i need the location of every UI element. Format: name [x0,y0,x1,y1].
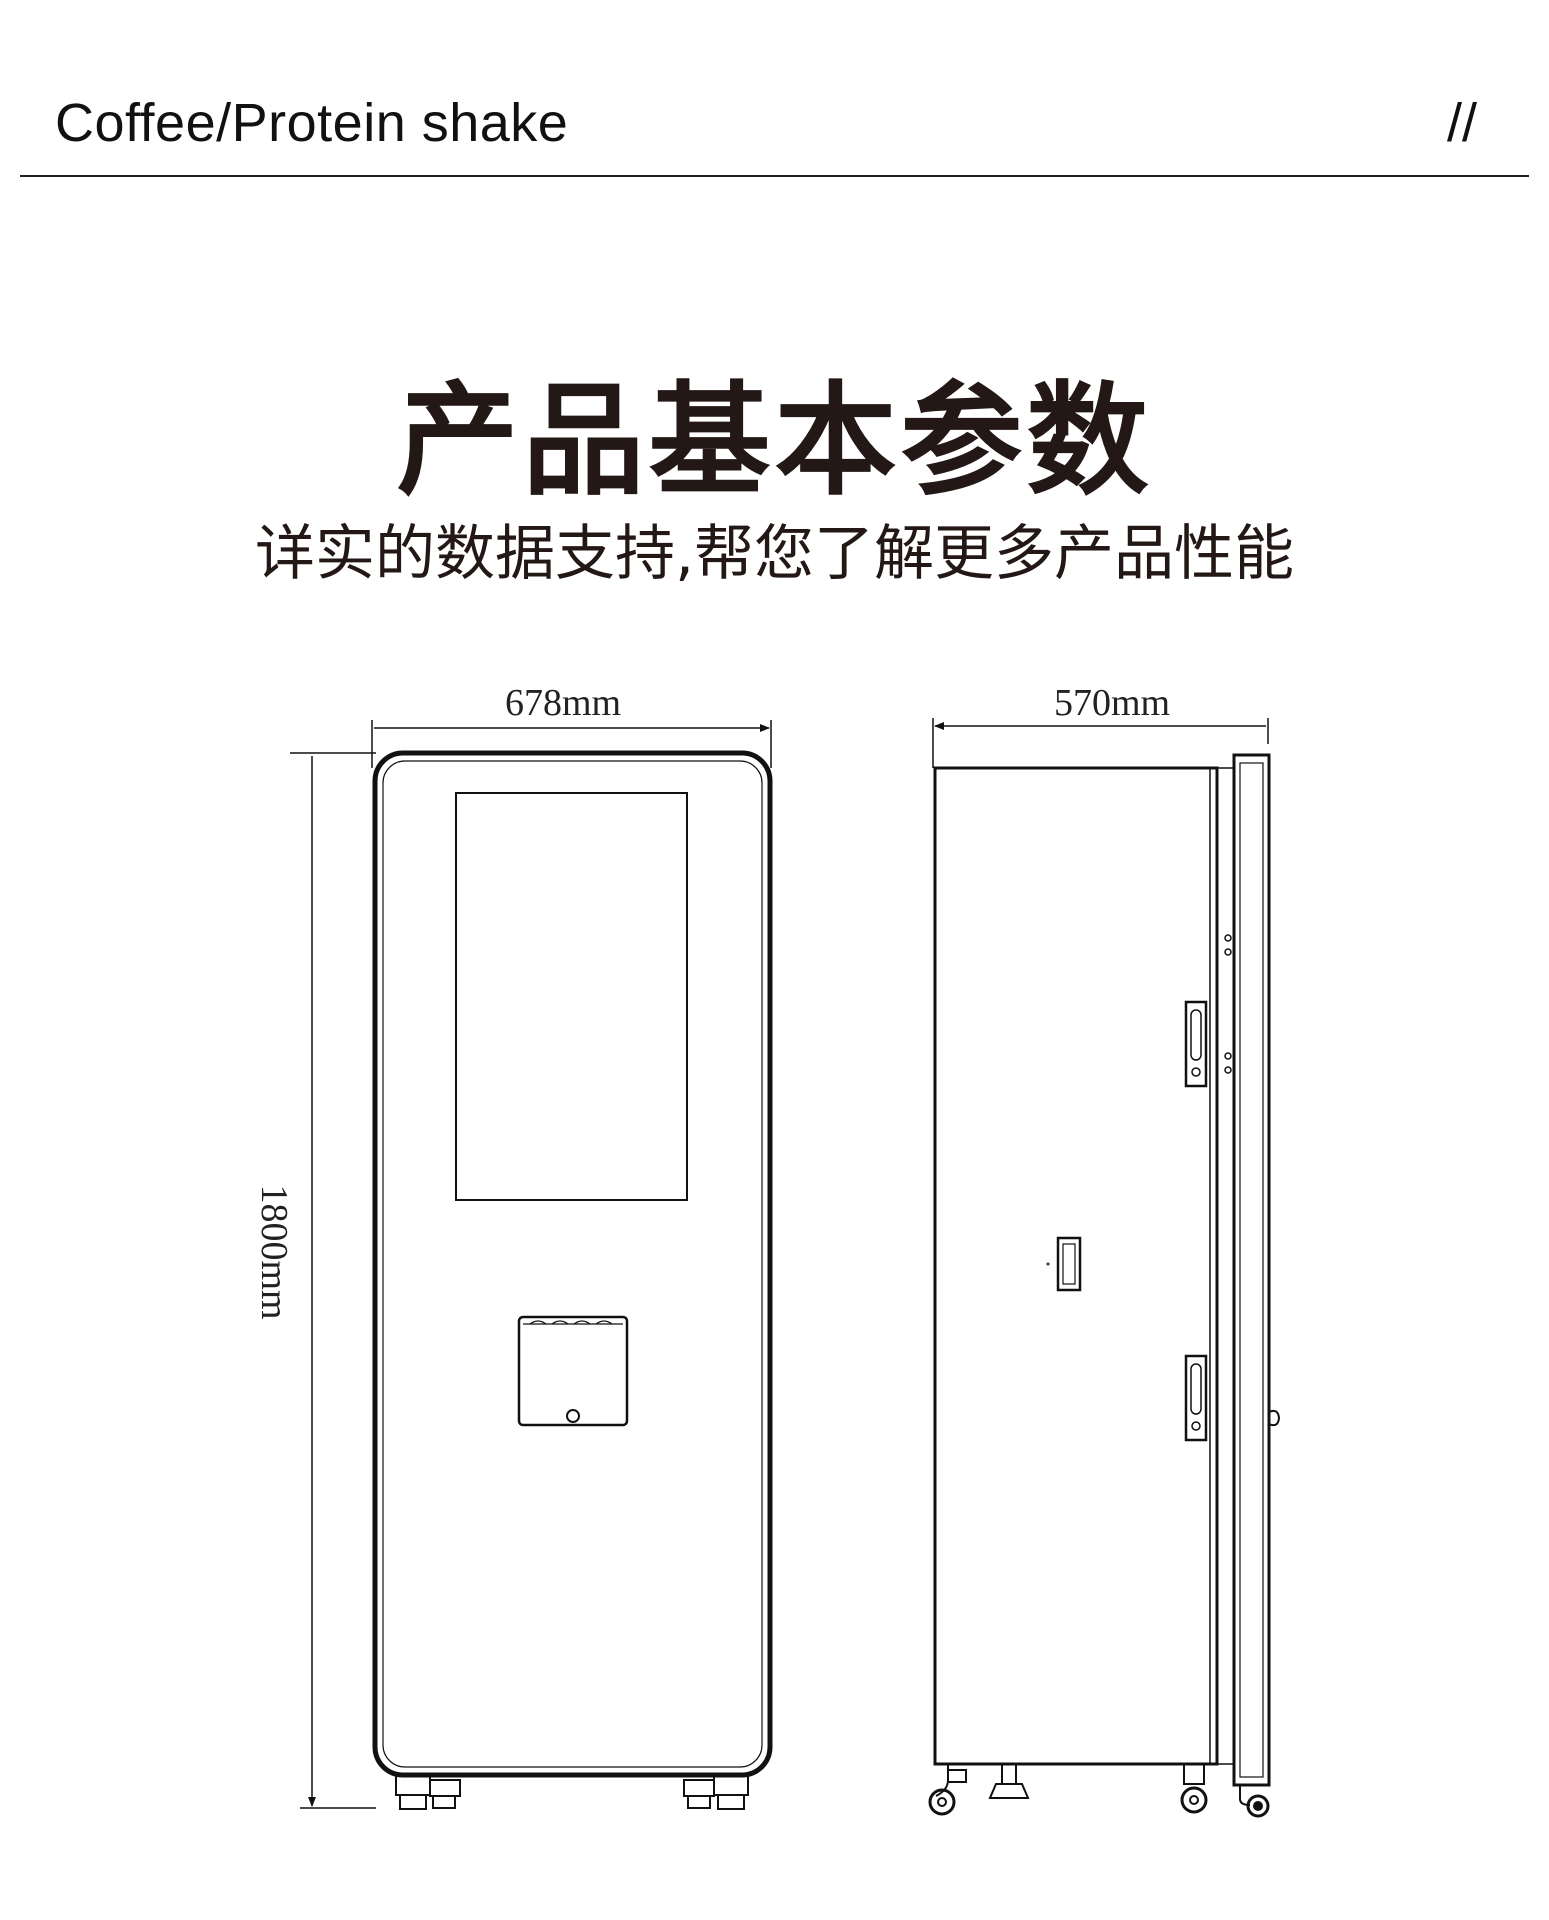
top-bar: Coffee/Protein shake // [0,0,1549,180]
page-heading: 产品基本参数 [396,370,1153,512]
upper-lock-handle [1184,1000,1208,1088]
height-dimension: 1800mm [253,752,376,1809]
lower-lock-handle [1184,1354,1208,1442]
front-view: 678mm 1800mm [253,682,773,1810]
side-port [1046,1236,1082,1292]
door-knob [1268,1409,1281,1427]
side-door-panel [1232,753,1271,1787]
front-feet [395,1774,749,1810]
side-casters [928,1763,1270,1818]
side-depth-label: 570mm [1054,682,1170,724]
touch-screen [455,792,688,1201]
front-width-dimension: 678mm [371,682,772,768]
header-mark: // [1446,93,1477,153]
cup-dispenser-window [517,1315,629,1427]
brand-title: Coffee/Protein shake [55,93,569,153]
side-vent-holes [1224,934,1232,1074]
side-cabinet-body [933,766,1219,1766]
front-width-label: 678mm [505,682,621,724]
side-view: 570mm [928,682,1281,1818]
front-cabinet-outline [372,750,773,1778]
side-depth-dimension: 570mm [932,682,1269,768]
height-label: 1800mm [253,1184,295,1319]
header-divider [20,175,1529,177]
dimension-drawing: 678mm 1800mm [253,682,1281,1818]
page-subheading: 详实的数据支持,帮您了解更多产品性能 [254,519,1295,589]
